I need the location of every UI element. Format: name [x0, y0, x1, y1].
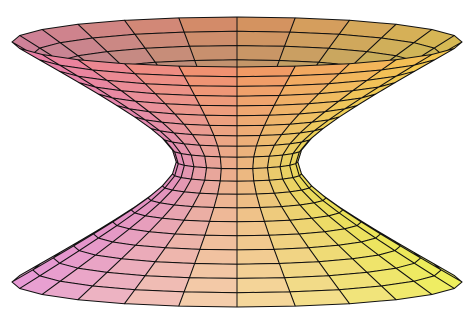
mesh-face: [236, 220, 270, 237]
mesh-face: [236, 248, 280, 265]
mesh-face: [194, 95, 238, 107]
mesh-face: [236, 193, 261, 209]
mesh-face: [236, 145, 257, 158]
mesh-face: [236, 114, 270, 127]
mesh-face: [236, 180, 257, 195]
mesh-face: [236, 45, 285, 61]
mesh-face: [219, 156, 238, 170]
mesh-face: [236, 16, 296, 33]
mesh-face: [199, 104, 238, 117]
mesh-face: [189, 45, 238, 61]
mesh-face: [236, 75, 291, 87]
mesh-face: [266, 166, 284, 181]
mesh-face: [236, 291, 296, 308]
mesh-face: [219, 168, 238, 182]
mesh-face: [124, 289, 185, 307]
mesh-face: [236, 277, 291, 294]
mesh-face: [189, 263, 238, 279]
mesh-face: [178, 16, 238, 33]
mesh-face: [284, 275, 340, 293]
mesh-face: [183, 30, 238, 47]
mesh-face: [236, 156, 255, 170]
mesh-face: [178, 291, 238, 308]
mesh-face: [236, 30, 291, 47]
mesh-face: [236, 207, 265, 223]
mesh-face: [204, 220, 238, 237]
mesh-face: [236, 95, 280, 107]
mesh-face: [236, 168, 255, 182]
mesh-face: [190, 154, 208, 169]
mesh-face: [236, 234, 275, 251]
mesh-face: [236, 104, 275, 117]
mesh-face: [204, 114, 238, 127]
mesh-face: [236, 65, 296, 78]
mesh-face: [183, 75, 238, 87]
mesh-face: [289, 289, 350, 307]
mesh-face: [199, 234, 238, 251]
mesh-face: [204, 167, 222, 182]
mesh-face: [252, 167, 270, 182]
mesh-face: [204, 155, 222, 169]
mesh-face: [213, 135, 238, 147]
mesh-face: [190, 166, 208, 181]
mesh-face: [178, 65, 238, 78]
mesh-face: [236, 135, 261, 147]
mesh-face: [213, 193, 238, 209]
mesh-face: [217, 180, 238, 195]
mesh-face: [266, 154, 284, 169]
mesh-face: [134, 275, 190, 293]
mesh-face: [252, 155, 270, 169]
mesh-face: [189, 85, 238, 97]
mesh-face: [236, 263, 285, 279]
mesh-face: [236, 85, 285, 97]
mesh-face: [217, 145, 238, 158]
mesh-face: [194, 248, 238, 265]
mesh-face: [209, 207, 238, 223]
mesh-face: [209, 124, 238, 137]
mesh-face: [183, 277, 238, 294]
mesh-face: [236, 124, 265, 137]
